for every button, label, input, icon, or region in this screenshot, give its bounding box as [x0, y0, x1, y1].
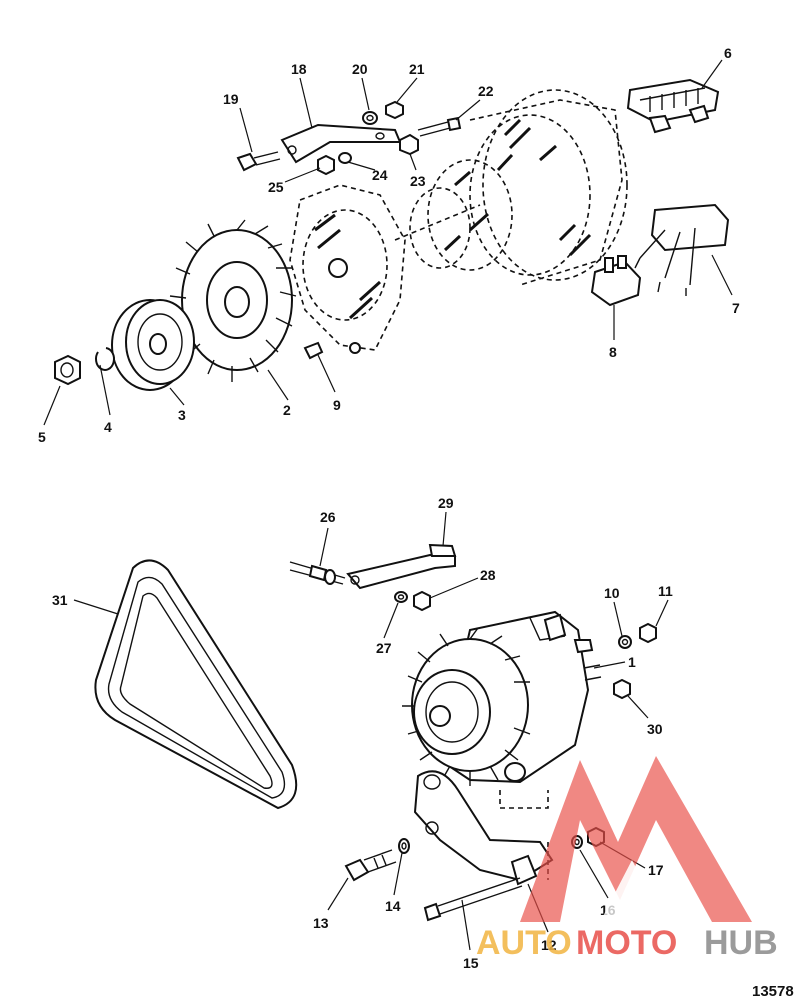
washer-part-14	[398, 838, 410, 854]
callout-13: 13	[313, 915, 329, 931]
leader-lines	[43, 59, 733, 951]
callout-6: 6	[724, 45, 732, 61]
adjusting-stud-part-26	[289, 561, 346, 585]
nut-part-21	[385, 100, 404, 120]
rotor-dashed	[394, 159, 513, 271]
watermark-hub: HUB	[704, 924, 778, 962]
callout-25: 25	[268, 179, 284, 195]
callout-4: 4	[104, 419, 112, 435]
callout-11: 11	[658, 583, 673, 599]
callout-2: 2	[283, 402, 291, 418]
rectifier-part-6	[626, 78, 720, 134]
alternator-assembly-part-1	[402, 610, 602, 786]
callout-7: 7	[732, 300, 740, 316]
regulator-part-7	[634, 203, 730, 296]
callout-23: 23	[410, 173, 426, 189]
nut-part-23	[399, 133, 419, 156]
callout-19: 19	[223, 91, 239, 107]
watermark-moto: MOTO	[576, 924, 677, 962]
washer-part-24	[338, 152, 352, 164]
callout-26: 26	[320, 509, 336, 525]
nut-part-30	[613, 678, 631, 700]
callout-30: 30	[647, 721, 663, 737]
bolt-part-15	[423, 877, 523, 922]
callout-21: 21	[409, 61, 425, 77]
callout-10: 10	[604, 585, 620, 601]
callout-18: 18	[291, 61, 307, 77]
watermark-auto: AUTO	[476, 924, 572, 962]
automotohub-logo	[520, 756, 752, 922]
nut-part-28	[413, 590, 431, 612]
washer-part-27	[394, 591, 408, 603]
callout-22: 22	[478, 83, 494, 99]
callout-3: 3	[178, 407, 186, 423]
pulley-part-3	[111, 299, 195, 391]
washer-part-10	[618, 635, 632, 649]
automotohub-watermark: AUTO MOTO HUB	[476, 756, 778, 962]
nut-part-5	[54, 354, 81, 386]
callout-9: 9	[333, 397, 341, 413]
callout-12: 12	[541, 937, 557, 953]
callout-29: 29	[438, 495, 454, 511]
nut-part-11	[639, 622, 657, 644]
callout-17: 17	[648, 862, 664, 878]
stator-housing-dashed	[469, 89, 628, 286]
washer-part-20	[362, 111, 378, 125]
callout-8: 8	[609, 344, 617, 360]
bolt-part-19	[236, 151, 281, 172]
brush-holder-part-8	[590, 255, 642, 307]
callout-20: 20	[352, 61, 368, 77]
fan-part-2	[169, 219, 297, 382]
front-housing-dashed	[289, 184, 406, 354]
callout-5: 5	[38, 429, 46, 445]
bolt-part-22	[417, 116, 462, 137]
key-part-9	[303, 341, 324, 360]
adjusting-brace-part-29	[346, 543, 457, 590]
lockwasher-part-4	[94, 347, 115, 371]
spacer-part-12	[510, 854, 538, 886]
callout-27: 27	[376, 640, 392, 656]
drive-belt-part-31	[94, 559, 298, 810]
callout-24: 24	[372, 167, 388, 183]
callout-labels: 18 20 21 22 19 25 24 23 6 7 8 9 2 3 4 5 …	[38, 45, 740, 971]
nut-part-25	[317, 154, 335, 176]
callout-31: 31	[52, 592, 68, 608]
callout-28: 28	[480, 567, 496, 583]
callout-1: 1	[628, 654, 636, 670]
bolt-part-13	[344, 849, 397, 882]
document-number: 13578	[752, 983, 794, 1000]
callout-14: 14	[385, 898, 401, 914]
callout-15: 15	[463, 955, 479, 971]
